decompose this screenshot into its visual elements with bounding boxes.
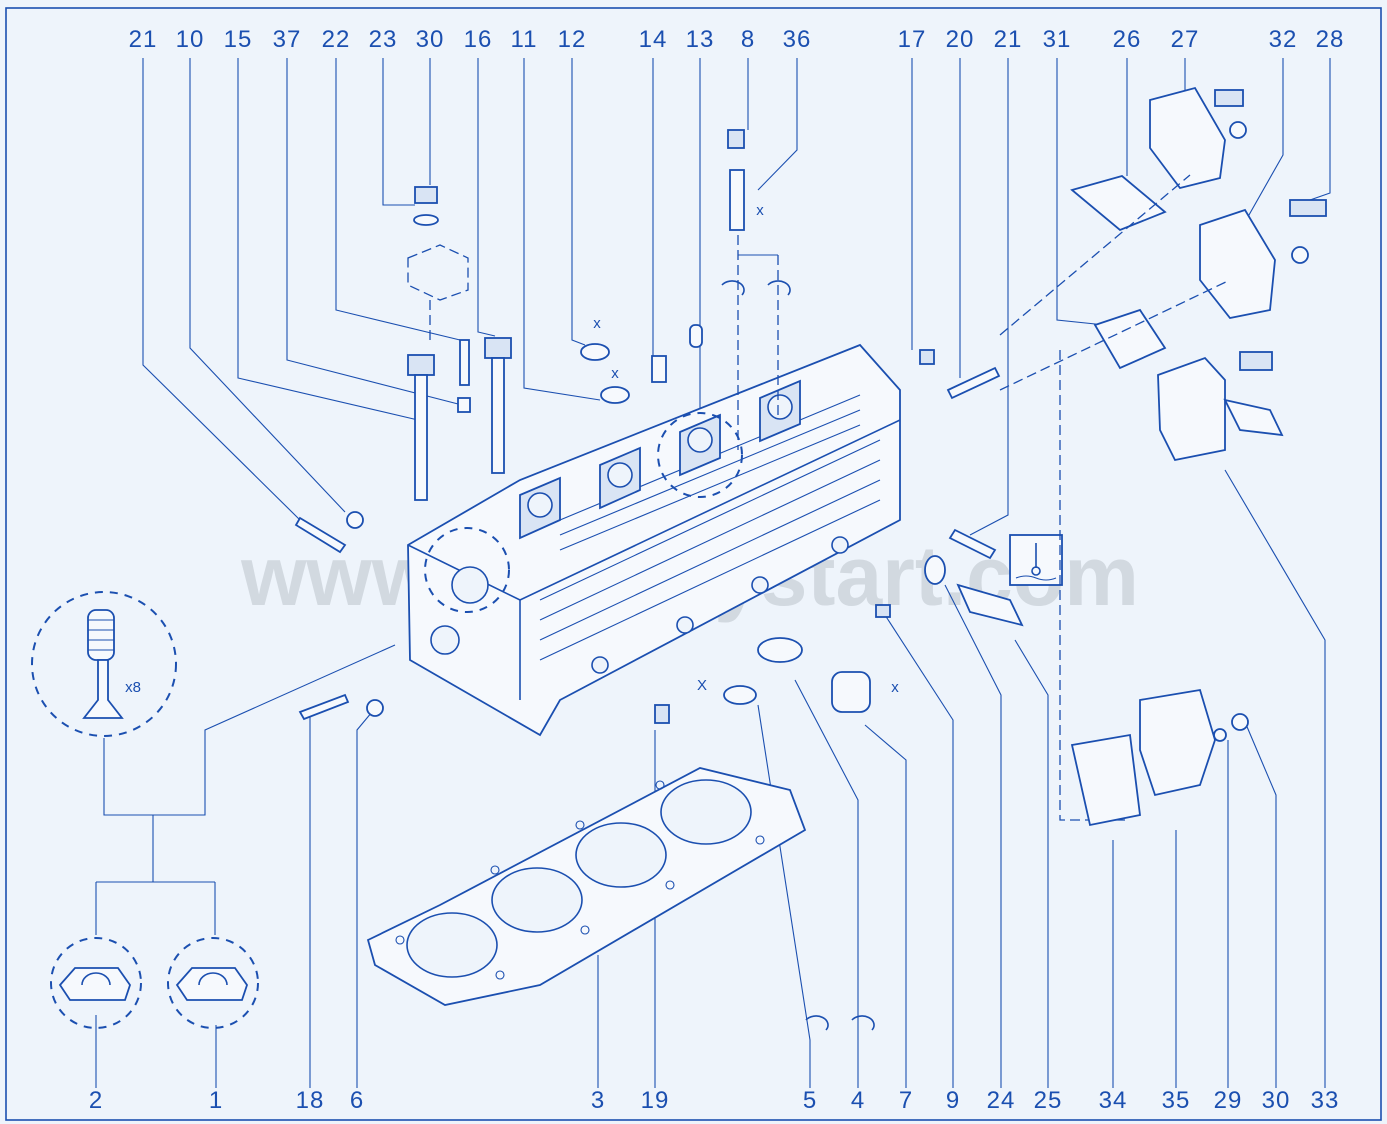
callout-label: 14 <box>639 26 668 53</box>
callout-label: 10 <box>176 26 205 53</box>
dim-mark: x <box>611 365 619 382</box>
nut-icon <box>414 186 438 204</box>
callout-label: 1 <box>209 1087 223 1114</box>
dim-mark: x <box>891 679 899 696</box>
seal-icon <box>767 280 791 296</box>
callout-label: 30 <box>1262 1087 1291 1114</box>
callout-label: 21 <box>129 26 158 53</box>
callout-label: 25 <box>1034 1087 1063 1114</box>
leader-lines-top <box>142 58 1331 536</box>
stud-icon <box>948 528 997 560</box>
callout-label: 33 <box>1311 1087 1340 1114</box>
callout-label: 9 <box>946 1087 960 1114</box>
callout-label: 17 <box>898 26 927 53</box>
top-callout-labels: 21 10 15 37 22 23 30 16 11 12 14 13 8 36… <box>129 26 1345 53</box>
callout-label: 6 <box>350 1087 364 1114</box>
cam-cap-group <box>407 186 469 345</box>
seal-icon <box>851 1015 875 1031</box>
callout-label: 19 <box>641 1087 670 1114</box>
valve-group-bracket <box>95 644 396 935</box>
callout-label: 7 <box>899 1087 913 1114</box>
right-side-covers <box>999 86 1327 821</box>
stud-icon <box>294 516 347 554</box>
leader-lines-bottom <box>95 469 1326 1088</box>
dim-mark: X <box>697 677 707 694</box>
callout-label: 34 <box>1099 1087 1128 1114</box>
callout-label: 28 <box>1316 26 1345 53</box>
temperature-sender <box>924 534 1063 627</box>
callout-label: 11 <box>511 26 538 53</box>
bearing-cap-detail-1 <box>167 937 259 1029</box>
callout-label: 32 <box>1269 26 1298 53</box>
callout-label: 22 <box>322 26 351 53</box>
stud-icon <box>459 339 470 386</box>
callout-label: 4 <box>851 1087 865 1114</box>
callout-label: 5 <box>803 1087 817 1114</box>
stud-icon <box>298 693 350 721</box>
cylinder-head <box>407 343 901 737</box>
callout-label: 31 <box>1043 26 1072 53</box>
bolt-head-icon <box>407 354 435 376</box>
valve-seals-bottom: x X <box>697 637 899 1031</box>
callout-label: 13 <box>686 26 715 53</box>
valve-detail: x8 <box>31 591 177 737</box>
callout-label: 30 <box>416 26 445 53</box>
callout-label: 23 <box>369 26 398 53</box>
bolt-head-icon <box>484 337 512 359</box>
head-gasket <box>366 767 807 1006</box>
callout-label: 21 <box>994 26 1023 53</box>
callout-label: 26 <box>1113 26 1142 53</box>
callout-label: 15 <box>224 26 253 53</box>
callout-label: 37 <box>273 26 302 53</box>
stud-icon <box>946 366 1001 400</box>
callout-label: 36 <box>783 26 812 53</box>
valve-guide-group: x x x <box>580 129 791 450</box>
callout-label: 27 <box>1171 26 1200 53</box>
seal-icon <box>721 280 745 296</box>
callout-label: 3 <box>591 1087 605 1114</box>
bearing-cap-detail-2 <box>50 937 142 1029</box>
bottom-callout-labels: 2 1 18 6 3 19 5 4 7 9 24 25 34 35 29 30 … <box>89 1087 1340 1114</box>
head-bolts <box>294 337 1001 724</box>
callout-label: 29 <box>1214 1087 1243 1114</box>
callout-label: 2 <box>89 1087 103 1114</box>
callout-label: 12 <box>558 26 587 53</box>
callout-label: 35 <box>1162 1087 1191 1114</box>
callout-label: 8 <box>741 26 755 53</box>
callout-label: 20 <box>946 26 975 53</box>
callout-label: 24 <box>987 1087 1016 1114</box>
thermostat-housing <box>1070 688 1249 827</box>
dim-mark: x <box>593 315 601 332</box>
callout-label: 16 <box>464 26 493 53</box>
valve-quantity: x8 <box>125 679 141 696</box>
callout-label: 18 <box>296 1087 325 1114</box>
diagram-frame <box>5 7 1382 1121</box>
seal-icon <box>805 1015 829 1031</box>
dim-mark: x <box>756 202 764 219</box>
